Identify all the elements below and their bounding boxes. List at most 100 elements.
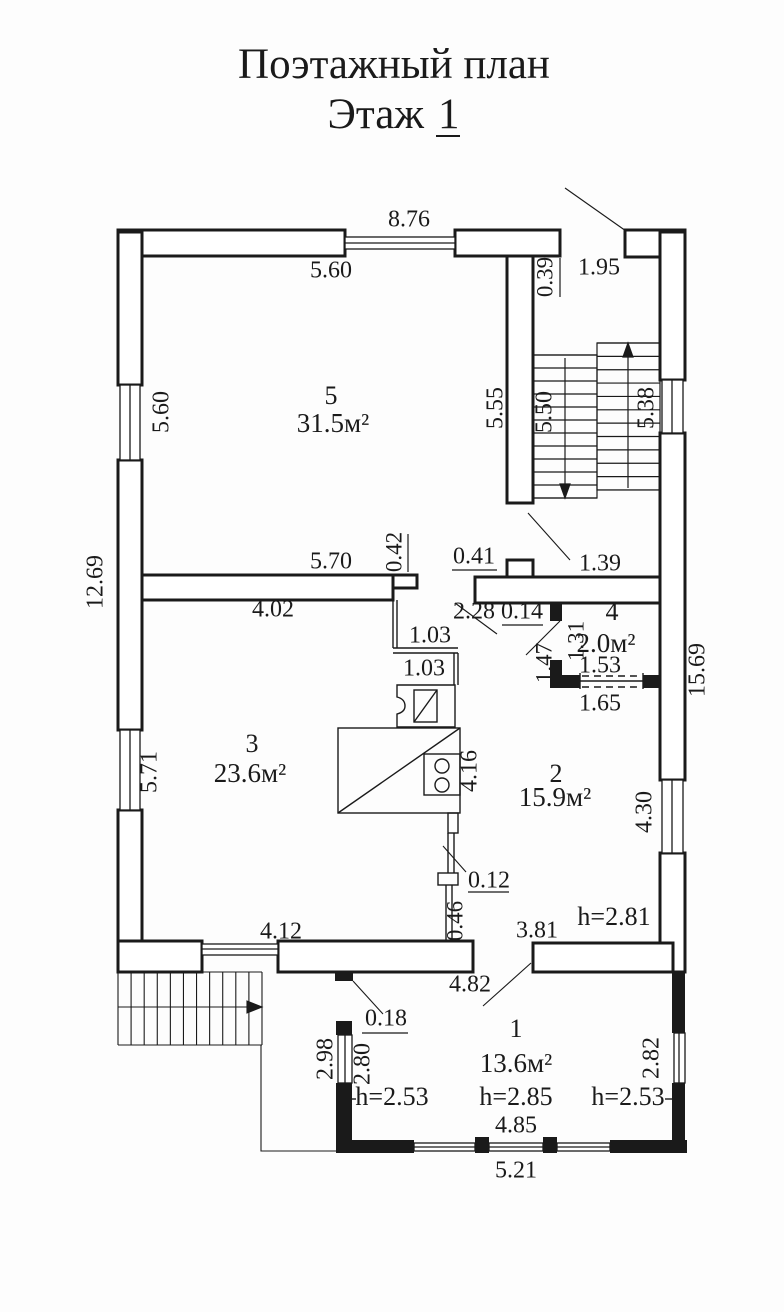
dim-left-window-lower: 5.71 [137, 751, 163, 793]
wall-divider-end-step [391, 573, 419, 590]
room3-area: 23.6м² [214, 758, 286, 788]
window-left-lower [119, 729, 141, 811]
room2-area: 15.9м² [519, 782, 591, 812]
dim-room1-left-inner: 2.80 [350, 1043, 376, 1085]
dim-divider-wall: 5.70 [310, 549, 352, 575]
window-right-stairs [661, 379, 684, 434]
wall-left-upper [116, 230, 144, 387]
leader-kitchen-228 [454, 602, 498, 635]
dim-039: 0.39 [532, 257, 557, 297]
kitchen-stub-wall [437, 812, 459, 941]
dim-divider-end: 0.42 [381, 532, 406, 572]
wall-room1-right-lower [672, 1083, 685, 1153]
window-mullion-left [475, 1137, 489, 1153]
dim-right-window-430: 4.30 [632, 791, 658, 833]
leader-room4-stub [525, 620, 561, 656]
dim-right-overall: 15.69 [685, 643, 711, 697]
dim-room1-left-outer: 2.98 [313, 1038, 339, 1080]
room3-number: 3 [246, 729, 259, 758]
dim-room2-bottom: 3.81 [516, 918, 558, 944]
leader-top-right [564, 187, 627, 232]
floor-number: 1 [438, 91, 460, 138]
dim-room1-top: 4.82 [449, 972, 491, 998]
dim-room1-bottom: 5.21 [495, 1158, 537, 1184]
stairs-down-arrow-head [559, 483, 571, 500]
leader-stairhall [527, 512, 571, 561]
wall-top-mid [453, 228, 562, 258]
dim-room1-right-window: 2.82 [639, 1037, 665, 1079]
height-room1-center: h=2.85 [479, 1082, 552, 1111]
dim-room1-notch: 0.18 [365, 1006, 407, 1032]
kitchen-partition [392, 600, 459, 685]
wall-right-upper [658, 230, 687, 382]
dim-014: 0.14 [501, 599, 543, 625]
dim-012: 0.12 [468, 868, 510, 894]
height-room2: h=2.81 [577, 902, 650, 931]
wall-room1-window-cap [336, 1021, 352, 1035]
window-room1-glazing-3 [556, 1142, 611, 1152]
window-left-upper [119, 384, 141, 461]
dim-stairs-right: 5.38 [634, 387, 660, 429]
wall-room1-left [336, 1083, 352, 1143]
room5-number: 5 [325, 381, 338, 410]
wall-room1-right-upper [672, 973, 685, 1033]
wall-stairhall-west [505, 254, 535, 505]
dim-103-upper: 1.03 [409, 623, 451, 649]
dim-041: 0.41 [453, 544, 495, 570]
dim-left-window-upper: 5.60 [149, 391, 175, 433]
room4-number: 4 [606, 597, 619, 626]
dim-top-wall-left: 5.60 [310, 258, 352, 284]
terrace-outline [260, 1045, 336, 1152]
dim-left-overall: 12.69 [83, 555, 109, 609]
porch-step-lines [117, 972, 263, 1045]
porch-steps [117, 971, 336, 1152]
dim-top-opening: 1.95 [578, 255, 620, 281]
dim-046: 0.46 [442, 901, 467, 941]
window-room1-glazing-1 [413, 1142, 476, 1152]
plan-title: Поэтажный план Этаж 1 [238, 41, 550, 138]
leader-lines [352, 187, 627, 1015]
room1-area: 13.6м² [480, 1048, 552, 1078]
dimension-texts: 8.76 5.60 1.95 0.39 5.55 5.50 5.38 5.60 … [83, 207, 711, 1184]
dim-room3-top: 4.02 [252, 597, 294, 623]
dim-kitchen-416: 4.16 [457, 750, 483, 792]
dim-room4-door: 1.53 [579, 653, 621, 679]
dim-room4-131: 1.31 [563, 621, 588, 661]
wall-bottom-sw [116, 939, 204, 974]
wall-room4-bottom-right [643, 675, 660, 688]
sink-fixture [396, 684, 456, 728]
dim-228: 2.28 [453, 599, 495, 625]
floor-label: Этаж [328, 91, 425, 138]
stairs-interior [532, 341, 661, 500]
room1-number: 1 [510, 1014, 523, 1043]
leader-notch-018 [352, 980, 384, 1015]
height-room1-right: h=2.53 [591, 1082, 664, 1111]
room5-area: 31.5м² [297, 408, 369, 438]
porch-arrow-head [246, 1000, 264, 1014]
wall-bottom-mid [276, 939, 475, 974]
room4-area: 2.0м² [577, 628, 636, 658]
wall-stairhall-south [473, 575, 662, 605]
wall-right-mid [658, 431, 687, 782]
height-room1-left: h=2.53 [355, 1082, 428, 1111]
wall-left-mid [116, 458, 144, 732]
dim-103-lower: 1.03 [403, 656, 445, 682]
walls-outlined [116, 228, 687, 974]
wall-room4-stub [550, 603, 562, 621]
room2-number: 2 [550, 759, 563, 788]
window-top [344, 236, 456, 250]
kitchen-area [337, 600, 461, 941]
dim-room4-bottom: 1.65 [579, 691, 621, 717]
dim-hall-wall: 1.39 [579, 551, 621, 577]
wall-top-left [116, 228, 347, 258]
window-right-430 [661, 779, 684, 854]
dim-room1-glazing: 4.85 [495, 1113, 537, 1139]
window-mullion-right [543, 1137, 557, 1153]
leader-kitchen-012 [442, 845, 467, 873]
windows [119, 236, 686, 1152]
leader-room1-top [482, 962, 532, 1007]
page-title: Поэтажный план [238, 41, 550, 88]
window-room1-right [673, 1032, 686, 1084]
